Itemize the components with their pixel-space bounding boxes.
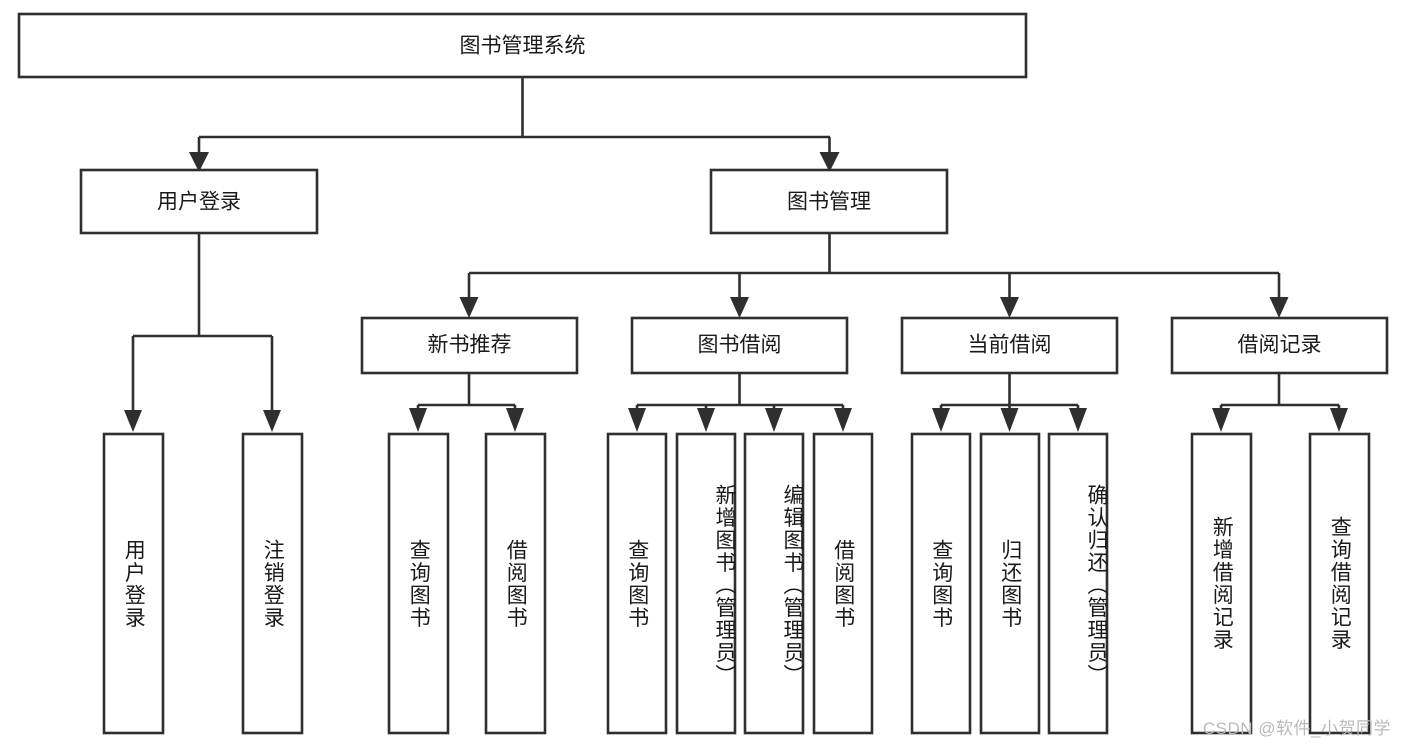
arrow-to-new-book-recommend xyxy=(459,297,479,318)
leaf-box-user-login-2[interactable] xyxy=(241,432,304,735)
arrow-book-borrow-leaf1 xyxy=(628,408,646,432)
arrow-new-book-leaf2 xyxy=(506,408,524,432)
edge-group-user-login-to-leaves xyxy=(124,233,281,432)
leaf-box-current-borrow-2[interactable] xyxy=(979,432,1041,735)
edge-group-book-mgmt-to-level3 xyxy=(459,233,1289,318)
node-user-login[interactable]: 用户登录 xyxy=(79,168,319,235)
current-borrow-label: 当前借阅 xyxy=(968,334,1052,357)
arrow-current-borrow-leaf1 xyxy=(932,408,950,432)
arrow-book-borrow-leaf4 xyxy=(834,408,852,432)
borrow-record-label: 借阅记录 xyxy=(1238,334,1322,357)
leaf-box-borrow-record-2[interactable] xyxy=(1308,432,1371,735)
arrow-to-user-login xyxy=(189,152,209,172)
leaf-box-borrow-record-1[interactable] xyxy=(1190,432,1253,735)
leaf-box-book-borrow-2[interactable] xyxy=(675,432,737,735)
root-box[interactable] xyxy=(17,12,1028,79)
node-borrow-record[interactable]: 借阅记录 xyxy=(1170,316,1389,375)
node-current-borrow[interactable]: 当前借阅 xyxy=(900,316,1119,375)
arrow-to-book-borrow xyxy=(730,297,749,318)
arrow-book-borrow-leaf3 xyxy=(765,408,783,432)
node-book-borrow[interactable]: 图书借阅 xyxy=(630,316,849,375)
arrow-current-borrow-leaf3 xyxy=(1069,408,1087,432)
node-root[interactable]: 图书管理系统 xyxy=(17,12,1028,79)
arrow-borrow-record-leaf1 xyxy=(1212,408,1230,432)
edge-group-borrow-record-to-leaves xyxy=(1212,373,1348,432)
book-borrow-box[interactable] xyxy=(630,316,849,375)
new-book-recommend-label: 新书推荐 xyxy=(428,334,512,357)
leaf-box-user-login-1[interactable] xyxy=(102,432,165,735)
node-new-book-recommend[interactable]: 新书推荐 xyxy=(360,316,579,375)
arrow-to-borrow-record xyxy=(1269,297,1289,318)
book-borrow-label: 图书借阅 xyxy=(698,334,782,357)
leaf-box-book-borrow-4[interactable] xyxy=(812,432,874,735)
leaf-box-book-borrow-1[interactable] xyxy=(606,432,668,735)
leaf-box-current-borrow-1[interactable] xyxy=(910,432,972,735)
edge-group-new-book-to-leaves xyxy=(409,373,524,432)
leaf-box-current-borrow-3[interactable] xyxy=(1047,432,1109,735)
book-management-box[interactable] xyxy=(709,168,949,235)
leaf-boxes xyxy=(102,432,1371,735)
leaf-box-book-borrow-3[interactable] xyxy=(743,432,805,735)
edge-group-current-borrow-to-leaves xyxy=(932,373,1087,432)
arrow-to-book-mgmt xyxy=(819,152,840,172)
user-login-label: 用户登录 xyxy=(157,191,241,214)
arrow-user-login-leaf1 xyxy=(124,410,142,432)
leaf-box-new-book-1[interactable] xyxy=(387,432,450,735)
watermark-label: CSDN @软件_小贺同学 xyxy=(1202,719,1391,738)
arrow-user-login-leaf2 xyxy=(263,410,281,432)
arrow-book-borrow-leaf2 xyxy=(697,408,715,432)
new-book-recommend-box[interactable] xyxy=(360,316,579,375)
book-management-label: 图书管理 xyxy=(787,191,871,214)
arrow-new-book-leaf1 xyxy=(409,408,427,432)
leaf-box-new-book-2[interactable] xyxy=(484,432,547,735)
arrow-to-current-borrow xyxy=(1000,297,1019,318)
arrow-current-borrow-leaf2 xyxy=(1000,408,1019,432)
arrow-borrow-record-leaf2 xyxy=(1330,408,1348,432)
user-login-box[interactable] xyxy=(79,168,319,235)
node-book-management[interactable]: 图书管理 xyxy=(709,168,949,235)
current-borrow-box[interactable] xyxy=(900,316,1119,375)
borrow-record-box[interactable] xyxy=(1170,316,1389,375)
root-label: 图书管理系统 xyxy=(460,35,586,58)
edge-group-book-borrow-to-leaves xyxy=(628,373,852,432)
edge-group-root-to-level2 xyxy=(189,77,840,172)
